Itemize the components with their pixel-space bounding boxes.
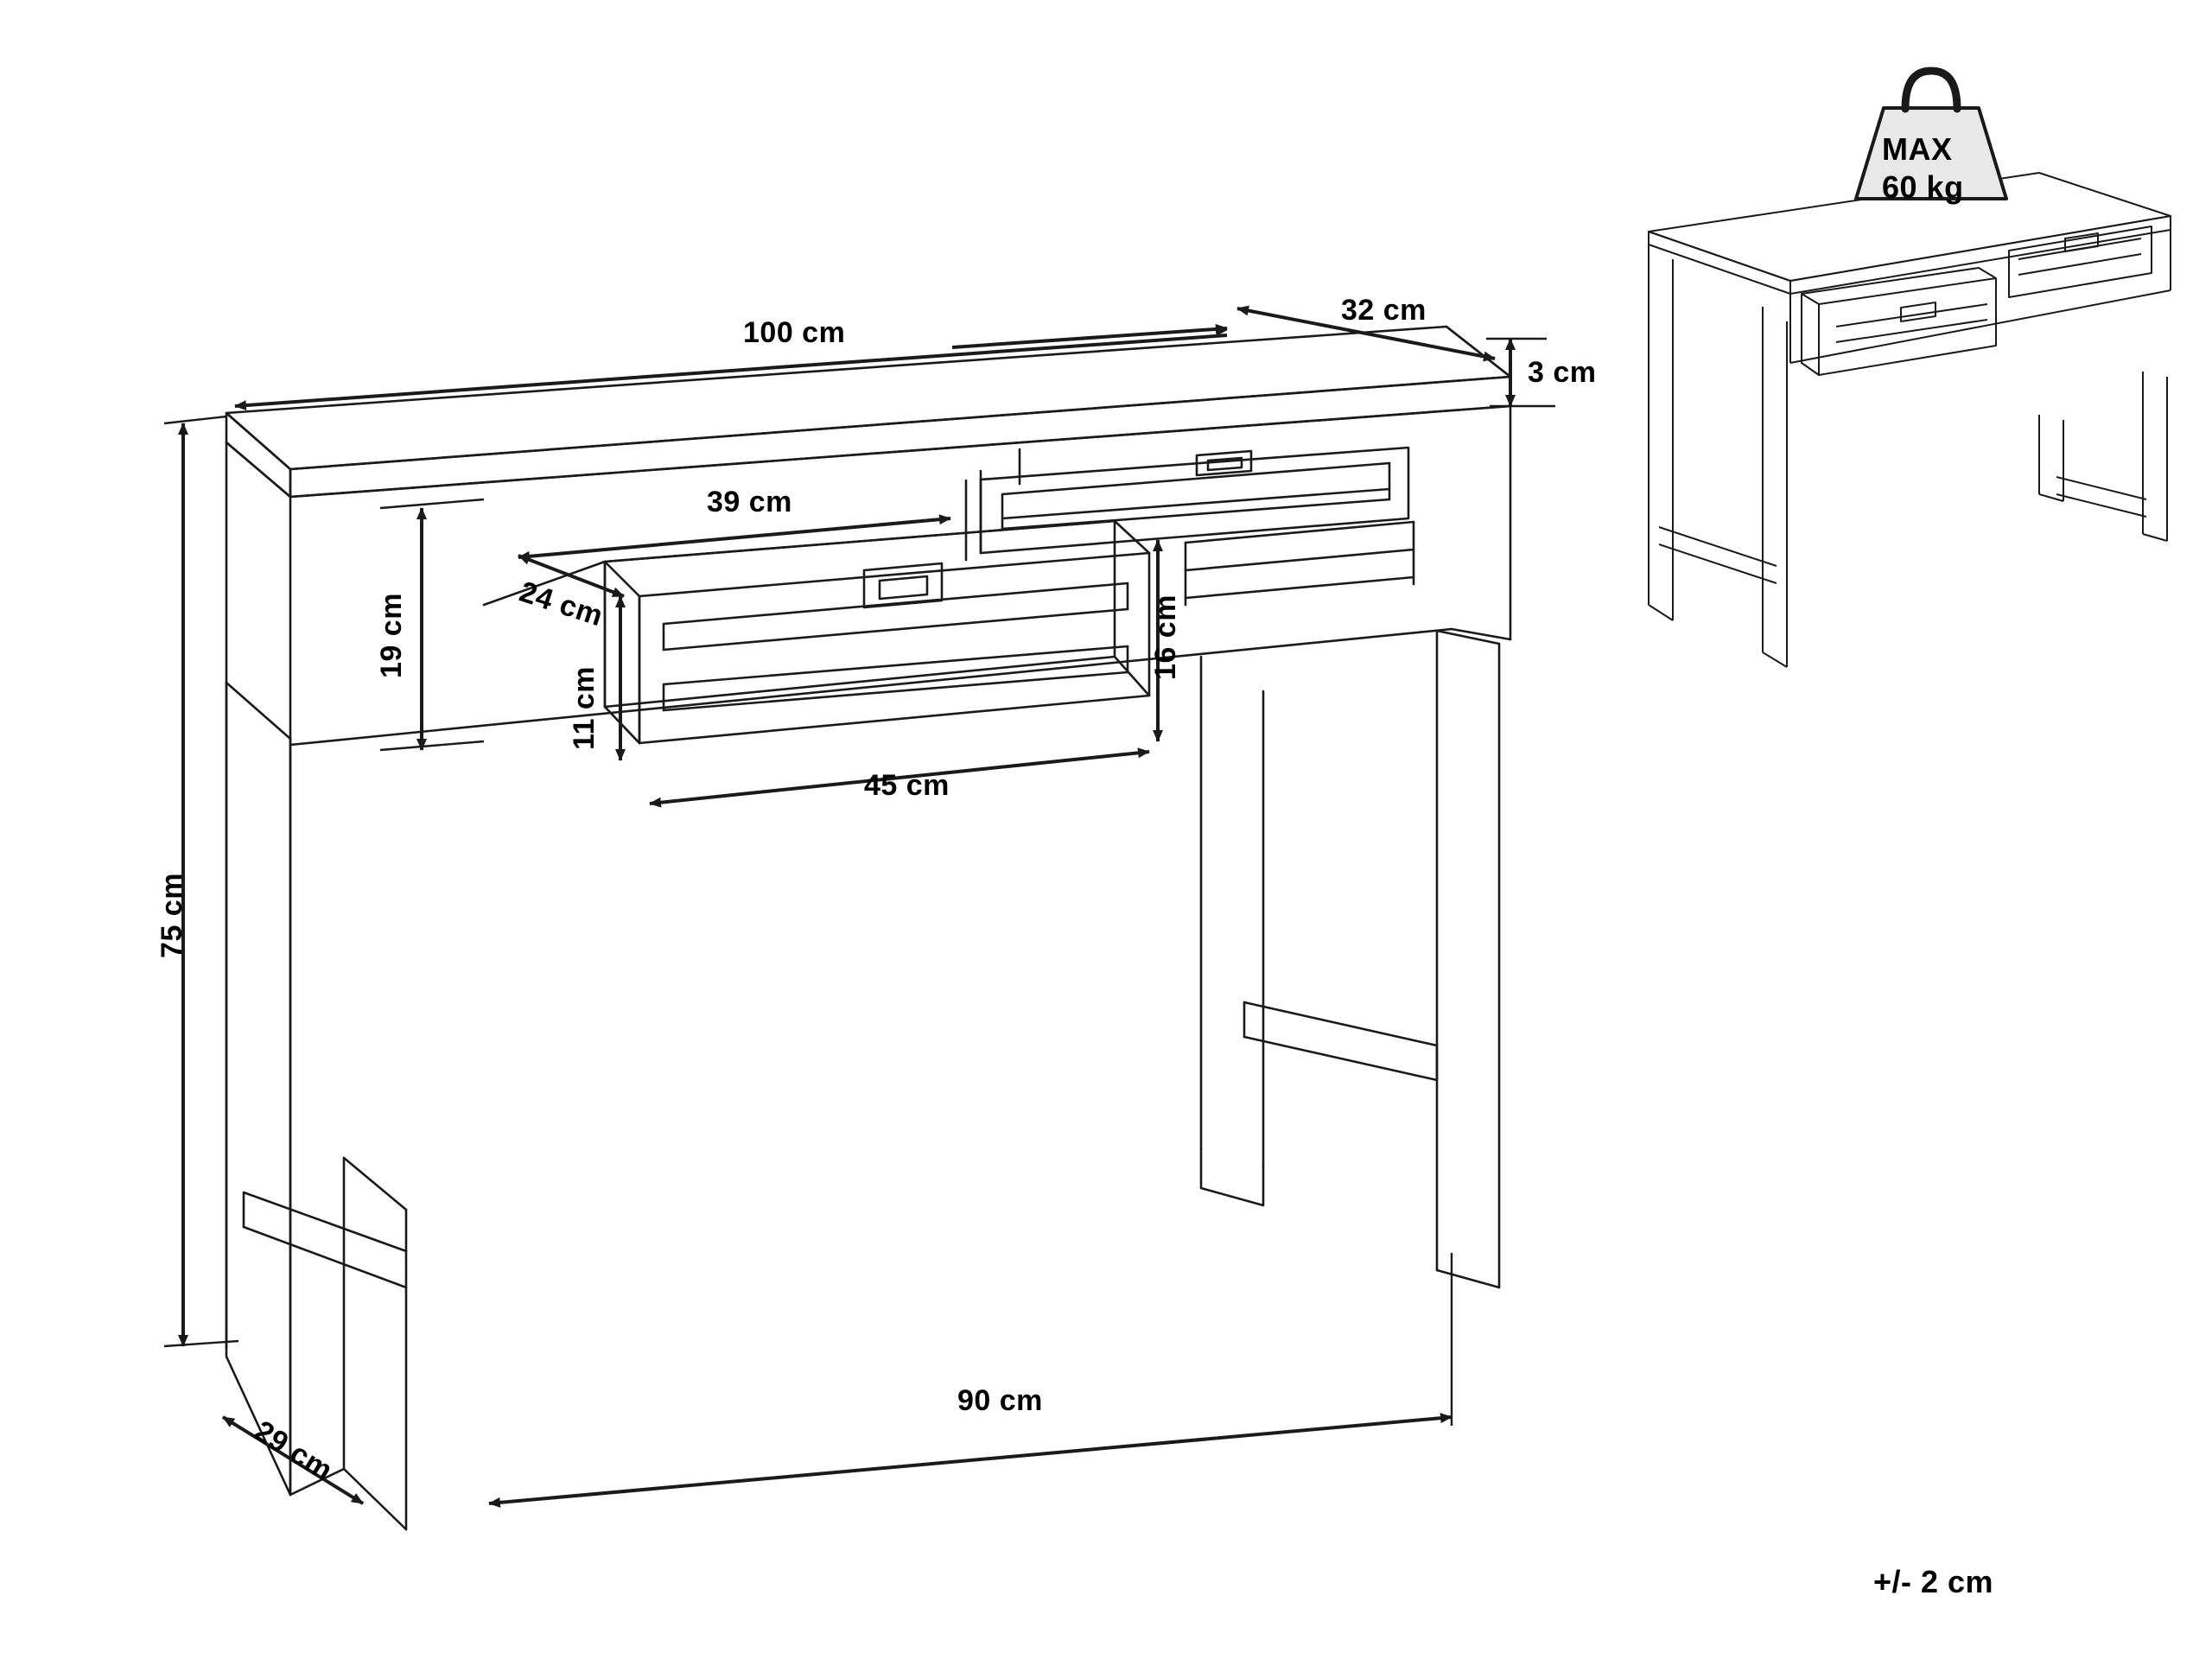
max-load-line2: 60 kg — [1882, 169, 1964, 205]
dim-45cm-line — [649, 747, 1150, 808]
dim-100cm-line — [234, 334, 1228, 411]
dim-90cm-line — [488, 1413, 1452, 1508]
dim-label-19cm: 19 cm — [374, 593, 408, 678]
dim-label-90cm: 90 cm — [957, 1384, 1043, 1417]
dim-label-75cm: 75 cm — [155, 873, 188, 958]
dim-24cm-line — [518, 554, 625, 598]
max-load-badge — [1854, 67, 2008, 200]
dim-label-3cm: 3 cm — [1528, 356, 1597, 389]
dim-label-16cm: 16 cm — [1148, 594, 1182, 680]
thumbnail-desk-drawing — [1648, 172, 2171, 668]
dim-label-11cm: 11 cm — [568, 665, 601, 751]
dim-32cm-line — [1236, 305, 1496, 362]
dim-label-32cm: 32 cm — [1341, 294, 1427, 327]
tolerance-note: +/- 2 cm — [1873, 1564, 1994, 1599]
dim-label-45cm: 45 cm — [864, 769, 950, 802]
main-desk-drawing — [225, 325, 1512, 1531]
dim-label-39cm: 39 cm — [707, 486, 792, 518]
dim-label-100cm: 100 cm — [743, 316, 846, 349]
dim-29cm-line — [221, 1415, 365, 1505]
dim-39cm-line — [518, 514, 951, 562]
dimension-lines — [163, 305, 1555, 1508]
max-load-line1: MAX — [1882, 131, 1953, 167]
